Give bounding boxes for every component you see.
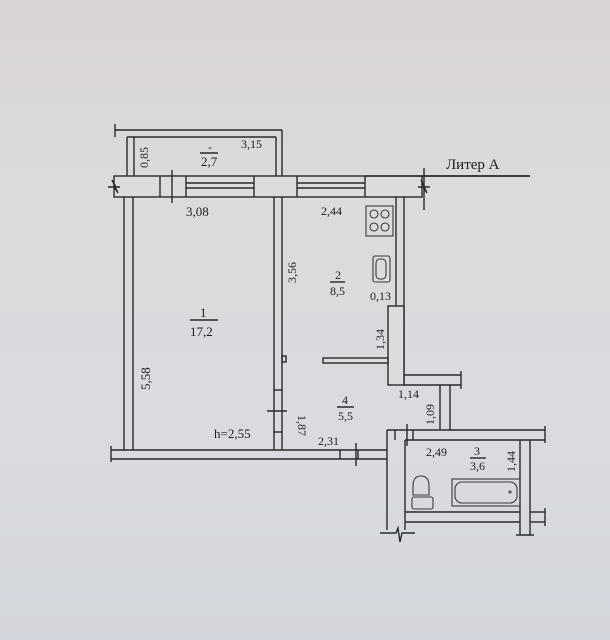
room-4-area: 5,5	[338, 409, 353, 423]
room-2-area: 8,5	[330, 284, 345, 298]
dim-balcony-length: 3,15	[241, 137, 262, 151]
room-1-area: 17,2	[190, 324, 213, 339]
exterior-wall-top	[108, 168, 530, 210]
room-1-number: 1	[200, 305, 207, 320]
exterior-wall-bottom	[110, 443, 387, 466]
room-1-walls	[123, 197, 287, 450]
sink-icon	[372, 255, 391, 283]
ceiling-height: h=2,55	[214, 426, 251, 441]
room-4-number: 4	[342, 393, 348, 407]
dim-hall-length: 1,87	[295, 415, 309, 436]
dim-kitchen-width: 2,44	[321, 204, 342, 218]
dim-kitchen-niche: 0,13	[370, 289, 391, 303]
dim-corridor-length: 1,09	[423, 404, 437, 425]
room-3-area: 3,6	[470, 459, 485, 473]
stove-icon	[365, 205, 394, 237]
building-label: Литер А	[446, 157, 500, 173]
balcony-number: -	[208, 140, 212, 154]
bathtub-icon	[451, 478, 521, 507]
toilet-icon	[411, 475, 434, 510]
dim-bath-width: 2,49	[426, 445, 447, 459]
balcony	[114, 124, 283, 176]
dim-kitchen-length: 3,56	[285, 262, 299, 283]
dim-corridor-width: 1,14	[398, 387, 419, 401]
bathroom-walls	[380, 424, 546, 543]
dim-hall-width: 2,31	[318, 434, 339, 448]
room-3-number: 3	[474, 444, 480, 458]
dim-bath-length: 1,44	[504, 451, 518, 472]
balcony-area: 2,7	[201, 154, 218, 169]
dim-room1-length: 5,58	[138, 367, 153, 390]
dim-kitchen-wall: 1,34	[373, 329, 387, 350]
dim-balcony-depth: 0,85	[137, 147, 151, 168]
room-2-number: 2	[335, 268, 341, 282]
dim-room1-width: 3,08	[186, 204, 209, 219]
kitchen-walls	[322, 197, 462, 430]
